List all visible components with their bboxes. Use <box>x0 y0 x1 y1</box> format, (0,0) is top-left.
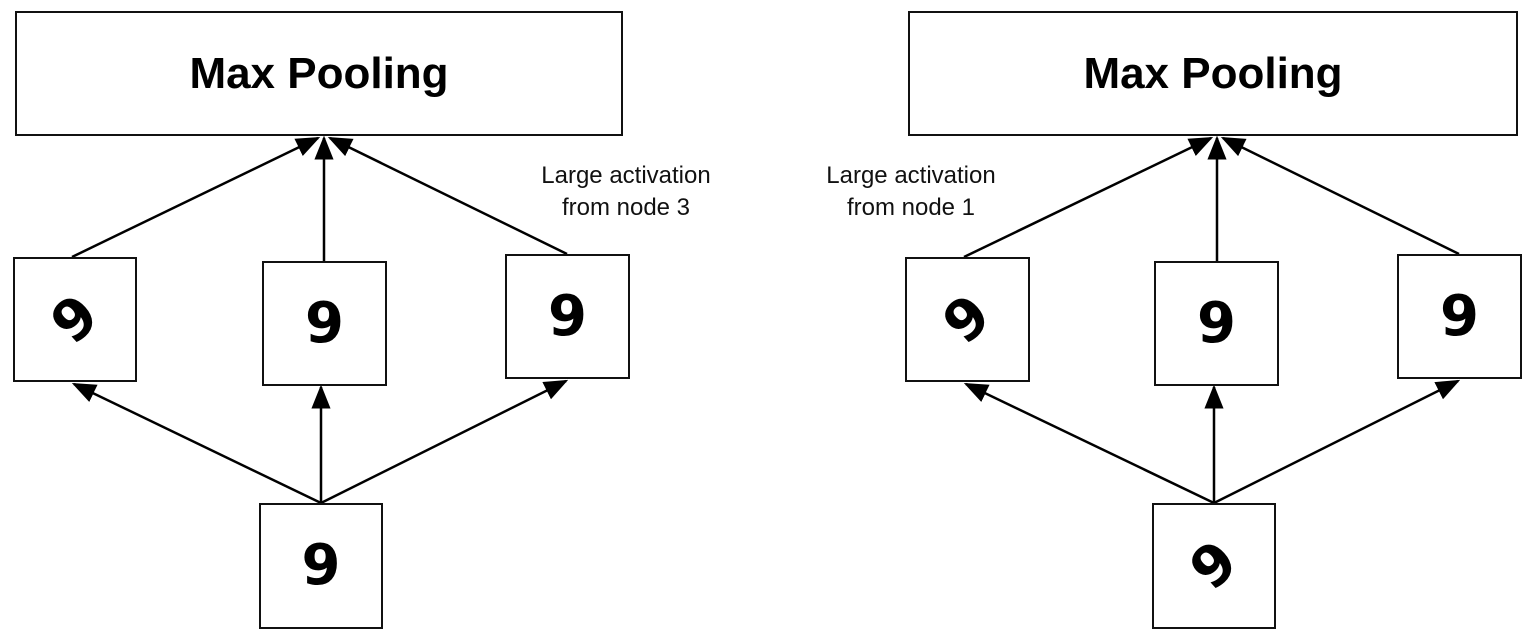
edge-left-input-to-node3 <box>320 379 569 505</box>
edge-left-node3-to-pool <box>327 136 568 256</box>
left-input-digit: 9 <box>301 533 341 598</box>
edge-left-node1-to-pool <box>71 136 321 259</box>
edge-right-input-to-node1 <box>963 382 1215 505</box>
right-node-2-digit: 9 <box>1197 290 1236 356</box>
right-node-1-digit: 9 <box>930 281 1004 357</box>
right-annotation-line-1: Large activation <box>826 162 996 189</box>
edge-left-input-to-node1 <box>71 382 322 505</box>
right-node-1: 9 <box>905 257 1030 382</box>
edge-right-node3-to-pool <box>1220 136 1460 256</box>
right-input-digit: 9 <box>1177 528 1250 603</box>
left-node-3-digit: 9 <box>548 283 587 349</box>
left-node-3: 9 <box>505 254 630 379</box>
left-node-2: 9 <box>262 261 387 386</box>
left-input-node: 9 <box>259 503 383 629</box>
left-node-1-digit: 9 <box>38 281 111 357</box>
right-node-2: 9 <box>1154 261 1279 386</box>
left-node-2-digit: 9 <box>305 290 344 356</box>
right-input-node: 9 <box>1152 503 1276 629</box>
left-node-1: 9 <box>13 257 137 382</box>
right-node-3-digit: 9 <box>1440 283 1479 349</box>
right-pool-label: Max Pooling <box>1083 48 1343 98</box>
left-max-pooling-box: Max Pooling <box>15 11 623 136</box>
edge-right-input-to-node3 <box>1213 379 1461 505</box>
left-annotation: Large activation from node 3 <box>510 160 742 224</box>
right-max-pooling-box: Max Pooling <box>908 11 1518 136</box>
edge-right-node1-to-pool <box>963 136 1214 259</box>
left-pool-label: Max Pooling <box>189 48 449 98</box>
right-annotation-line-2: from node 1 <box>846 194 976 221</box>
left-annotation-line-1: Large activation <box>541 162 711 189</box>
right-node-3: 9 <box>1397 254 1522 379</box>
right-annotation: Large activation from node 1 <box>795 160 1027 224</box>
left-annotation-line-2: from node 3 <box>561 194 691 221</box>
